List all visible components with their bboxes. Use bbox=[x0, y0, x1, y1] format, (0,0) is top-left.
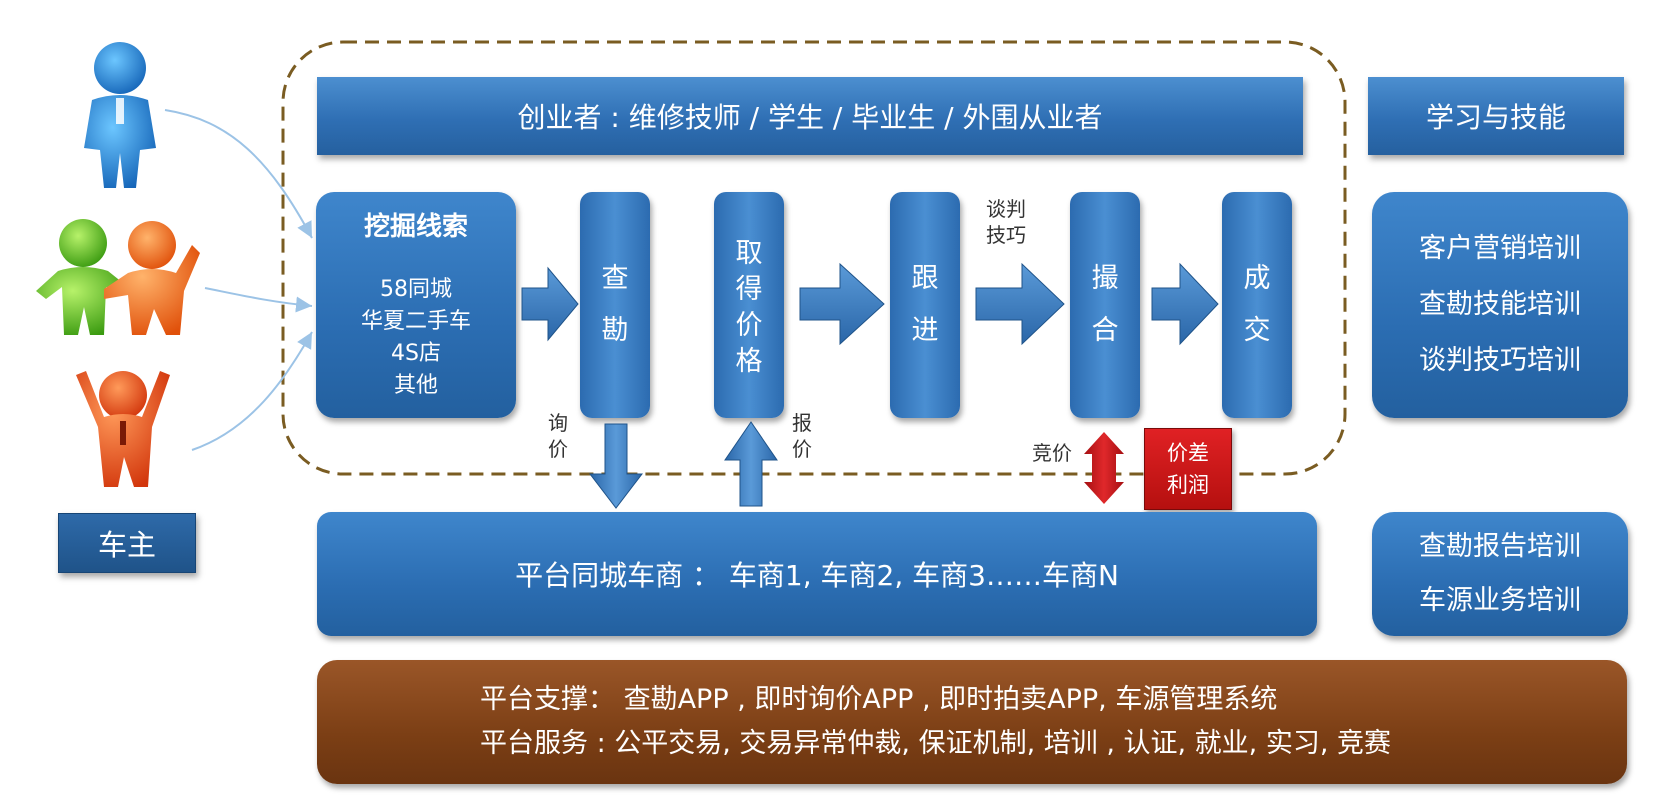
owner-link-2 bbox=[204, 287, 313, 313]
arrow-follow-to-match bbox=[975, 262, 1065, 346]
arrow-clue-to-survey bbox=[521, 266, 579, 342]
step-deal: 成 交 bbox=[1222, 192, 1292, 418]
arrow-quote-up bbox=[724, 421, 778, 507]
step-char: 交 bbox=[1243, 315, 1271, 346]
quote-char: 报 bbox=[792, 411, 812, 435]
bidding-label: 竞价 bbox=[1032, 441, 1072, 465]
inquiry-char: 询 bbox=[548, 411, 568, 435]
step-get-price: 取 得 价 格 bbox=[714, 192, 784, 418]
clue-item: 4S店 bbox=[391, 341, 441, 366]
platform-bar: 平台支撑： 查勘APP , 即时询价APP , 即时拍卖APP, 车源管理系统 … bbox=[317, 660, 1627, 784]
arrow-bidding-both bbox=[1084, 432, 1124, 504]
step-char: 成 bbox=[1243, 263, 1271, 294]
step-char: 取 bbox=[735, 238, 763, 269]
clue-mining-box: 挖掘线索 58同城 华夏二手车 4S店 其他 bbox=[316, 192, 516, 418]
profit-box: 价差 利润 bbox=[1144, 428, 1232, 510]
negotiation-line: 技巧 bbox=[986, 223, 1026, 247]
learning-banner: 学习与技能 bbox=[1368, 77, 1624, 155]
step-follow-up: 跟 进 bbox=[890, 192, 960, 418]
arrow-price-to-follow bbox=[799, 262, 885, 346]
learning-text: 学习与技能 bbox=[1425, 101, 1566, 134]
clue-mining-title: 挖掘线索 bbox=[363, 212, 468, 242]
owner-label: 车主 bbox=[58, 513, 196, 573]
training-item: 查勘报告培训 bbox=[1419, 531, 1581, 562]
step-char: 勘 bbox=[601, 315, 629, 346]
quote-label: 报 价 bbox=[790, 410, 814, 462]
step-char: 格 bbox=[735, 346, 763, 377]
training-box-top: 客户营销培训 查勘技能培训 谈判技巧培训 bbox=[1372, 192, 1628, 418]
dealers-text: 平台同城车商 ： 车商1, 车商2, 车商3……车商N bbox=[515, 559, 1119, 592]
step-char: 进 bbox=[911, 315, 939, 346]
person-green-icon bbox=[36, 219, 128, 335]
person-blue-icon bbox=[84, 42, 156, 188]
clue-item: 其他 bbox=[393, 373, 438, 398]
inquiry-label: 询 价 bbox=[546, 410, 570, 462]
step-char: 得 bbox=[735, 274, 763, 305]
clue-item: 58同城 bbox=[380, 277, 452, 302]
owner-label-text: 车主 bbox=[97, 528, 156, 562]
step-char: 查 bbox=[601, 263, 629, 294]
negotiation-label: 谈判 技巧 bbox=[986, 196, 1026, 248]
training-item: 车源业务培训 bbox=[1419, 585, 1581, 616]
negotiation-line: 谈判 bbox=[986, 197, 1026, 221]
owner-link-3 bbox=[191, 331, 313, 451]
quote-char: 价 bbox=[792, 437, 812, 461]
step-char: 合 bbox=[1091, 315, 1119, 346]
training-box-bottom: 查勘报告培训 车源业务培训 bbox=[1372, 512, 1628, 636]
training-item: 谈判技巧培训 bbox=[1419, 345, 1581, 376]
dealers-bar: 平台同城车商 ： 车商1, 车商2, 车商3……车商N bbox=[317, 512, 1317, 636]
owner-link-1 bbox=[164, 109, 313, 239]
profit-line: 利润 bbox=[1167, 473, 1209, 497]
platform-support: 平台支撑： 查勘APP , 即时询价APP , 即时拍卖APP, 车源管理系统 bbox=[480, 684, 1278, 715]
clue-item: 华夏二手车 bbox=[360, 309, 471, 334]
entrepreneurs-text: 创业者 : 维修技师 / 学生 / 毕业生 / 外围从业者 bbox=[517, 101, 1103, 134]
step-char: 价 bbox=[735, 310, 763, 341]
profit-line: 价差 bbox=[1167, 441, 1209, 465]
training-item: 查勘技能培训 bbox=[1419, 289, 1581, 320]
arrow-inquiry-down bbox=[588, 423, 644, 509]
person-orange-icon bbox=[104, 221, 200, 335]
inquiry-char: 价 bbox=[548, 437, 568, 461]
person-red-icon bbox=[76, 371, 170, 487]
arrow-match-to-deal bbox=[1151, 262, 1219, 346]
step-char: 撮 bbox=[1091, 263, 1119, 294]
step-match: 撮 合 bbox=[1070, 192, 1140, 418]
training-item: 客户营销培训 bbox=[1419, 233, 1581, 264]
step-char: 跟 bbox=[911, 263, 939, 294]
step-survey: 查 勘 bbox=[580, 192, 650, 418]
entrepreneurs-banner: 创业者 : 维修技师 / 学生 / 毕业生 / 外围从业者 bbox=[317, 77, 1303, 155]
platform-service: 平台服务 : 公平交易, 交易异常仲裁, 保证机制, 培训 , 认证, 就业, … bbox=[480, 728, 1391, 759]
dashed-boundary bbox=[281, 40, 1347, 476]
